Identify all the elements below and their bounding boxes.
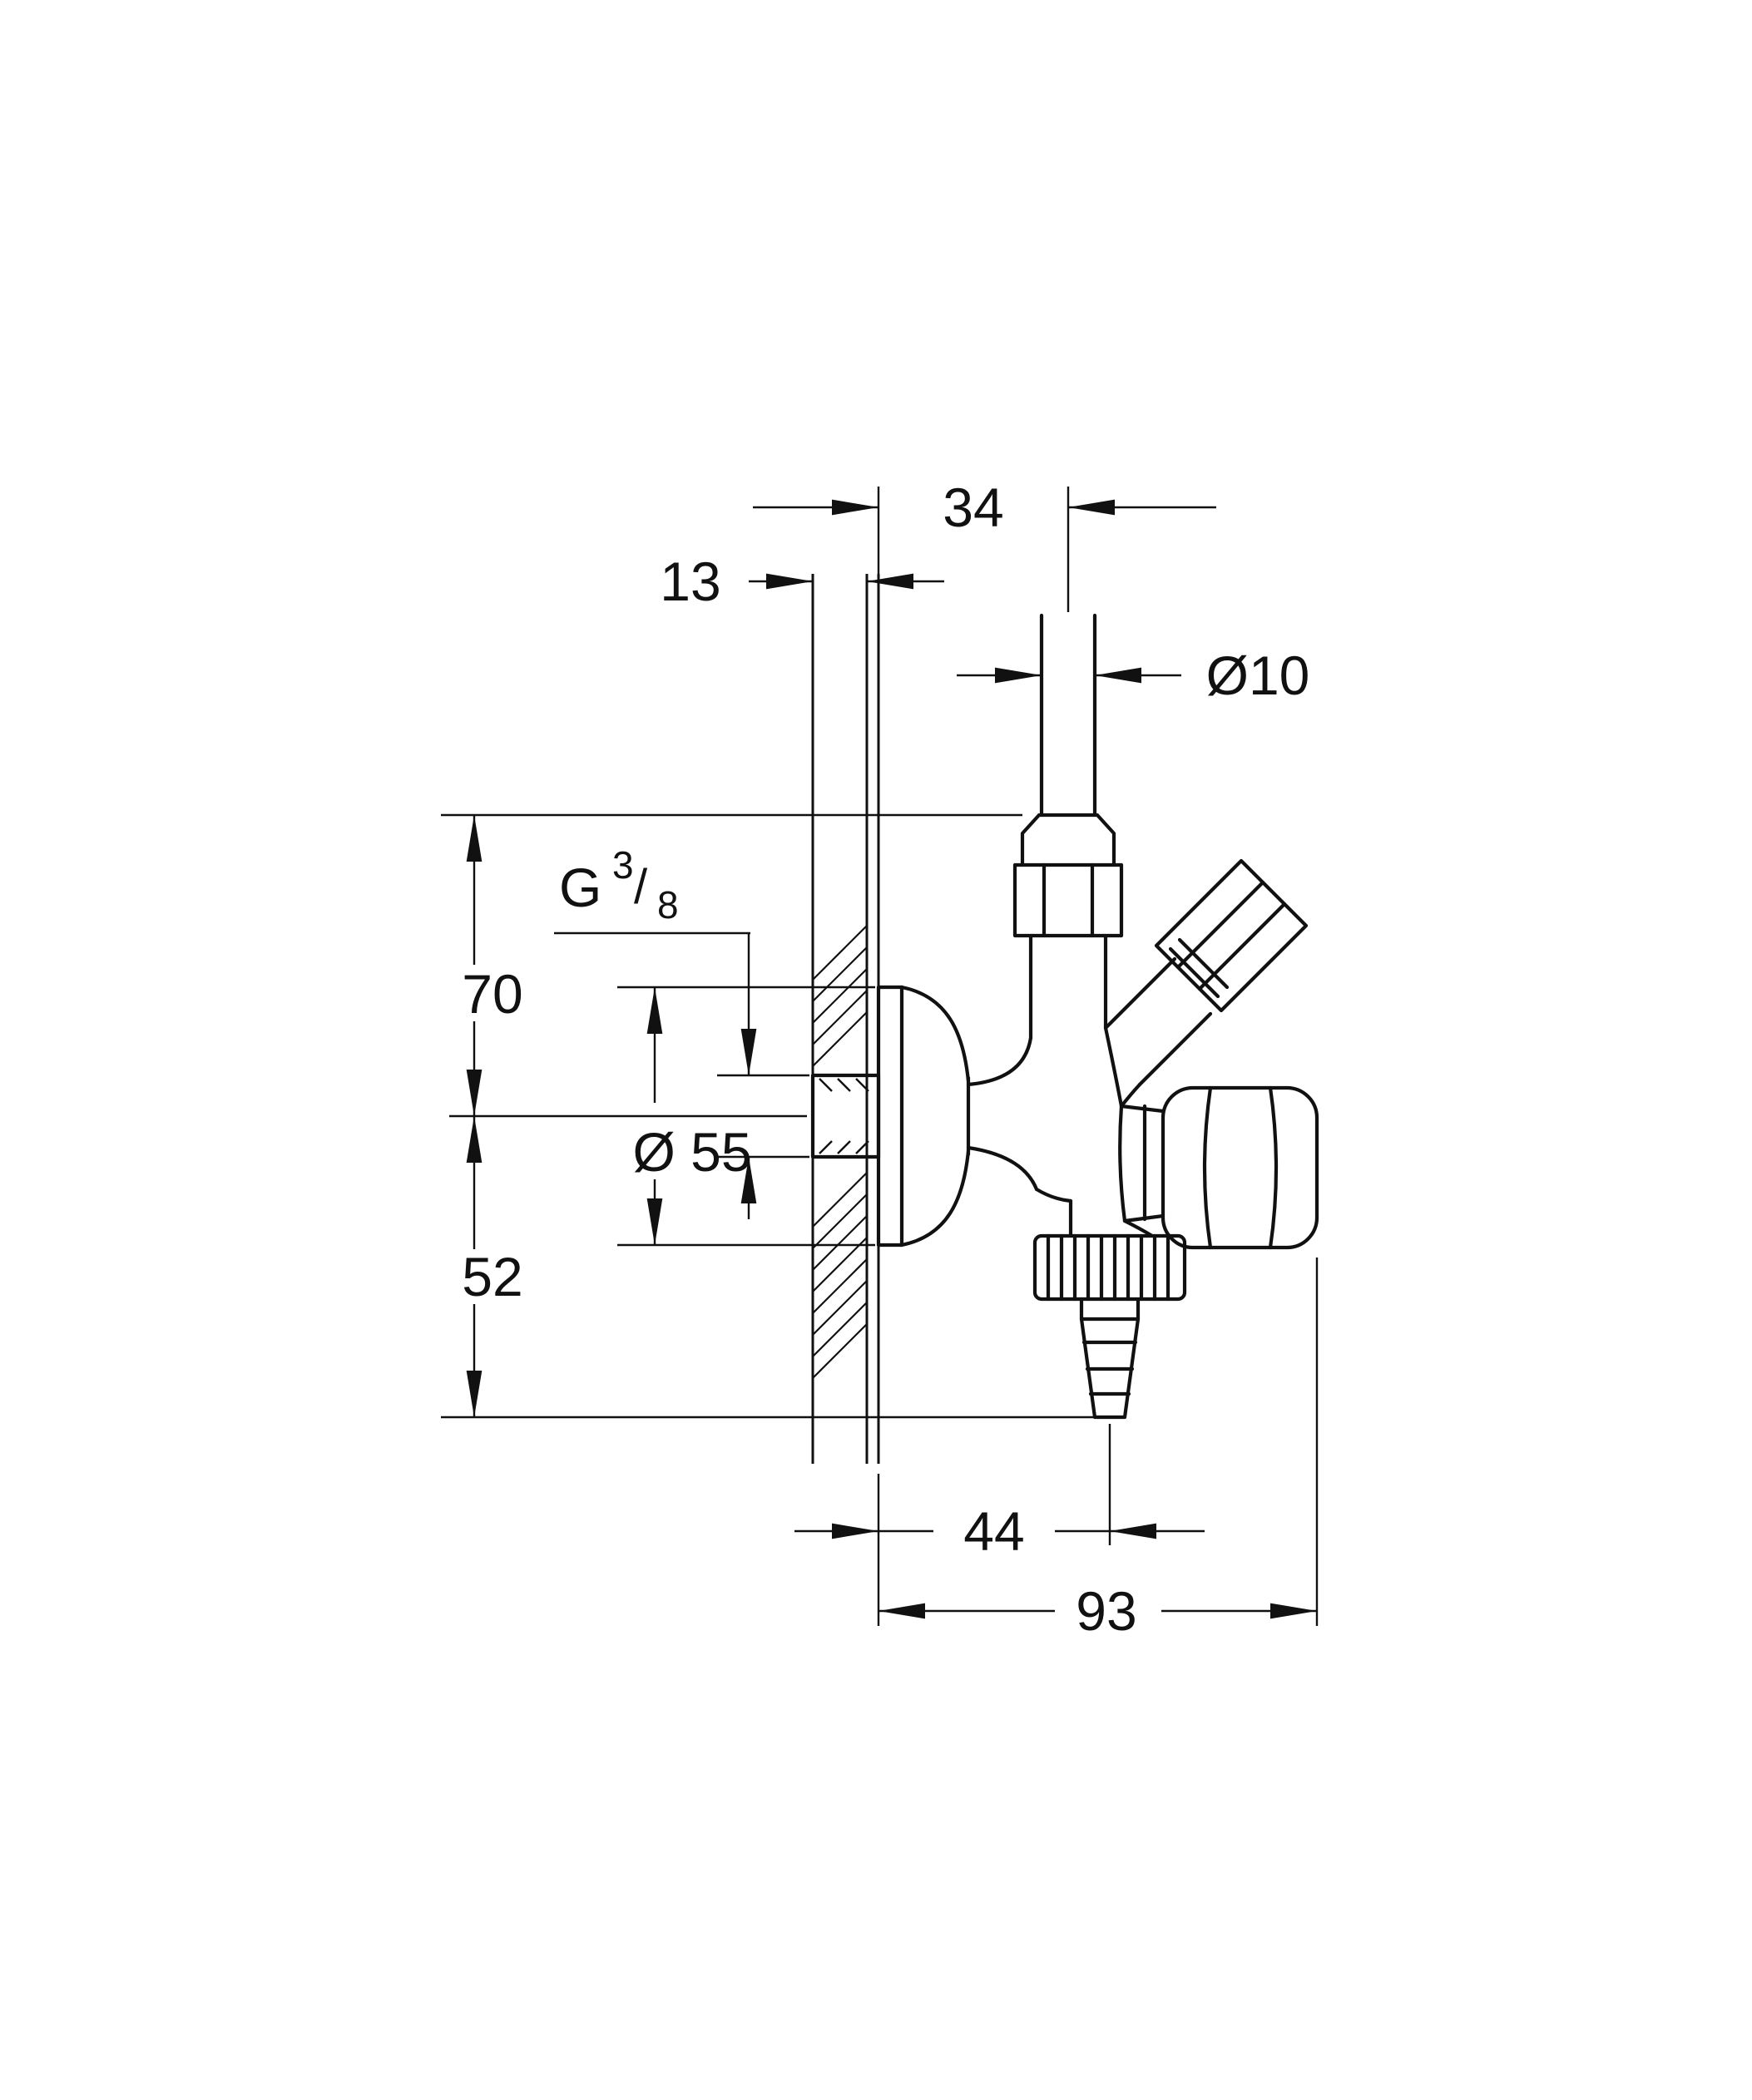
- dim-axis-to-bottom: 52: [462, 1246, 522, 1307]
- dimension-lines: [466, 499, 1317, 1619]
- dim-wall-to-pipe-axis: 34: [943, 477, 1003, 538]
- dim-wall-to-knob-end: 93: [1076, 1580, 1136, 1642]
- dim-wall-thickness: 13: [660, 551, 720, 612]
- dim-wall-to-hose-axis: 44: [963, 1500, 1024, 1562]
- compression-nut: [1012, 813, 1124, 1040]
- valve-hub: [966, 1025, 1155, 1238]
- dimension-labels: 34 13 Ø10 G 3 / 8 70 Ø 55 52 44 93: [462, 477, 1309, 1642]
- wall-hatching: [812, 925, 868, 1379]
- shutoff-knob: [1118, 1085, 1319, 1250]
- dim-axis-to-top: 70: [462, 963, 522, 1025]
- escutcheon-bell: [876, 985, 971, 1248]
- thread-stub: [810, 1073, 881, 1159]
- dim-pipe-diameter: Ø10: [1206, 645, 1310, 706]
- angled-outlet: [1103, 858, 1309, 1087]
- valve-body: [810, 613, 1319, 1420]
- dim-escutcheon-diameter: Ø 55: [632, 1121, 751, 1183]
- hose-outlet: [1032, 1233, 1187, 1420]
- top-outlet-pipe: [1039, 613, 1097, 818]
- dim-thread-size: G 3 / 8: [559, 828, 679, 926]
- wall-section: [811, 574, 880, 1464]
